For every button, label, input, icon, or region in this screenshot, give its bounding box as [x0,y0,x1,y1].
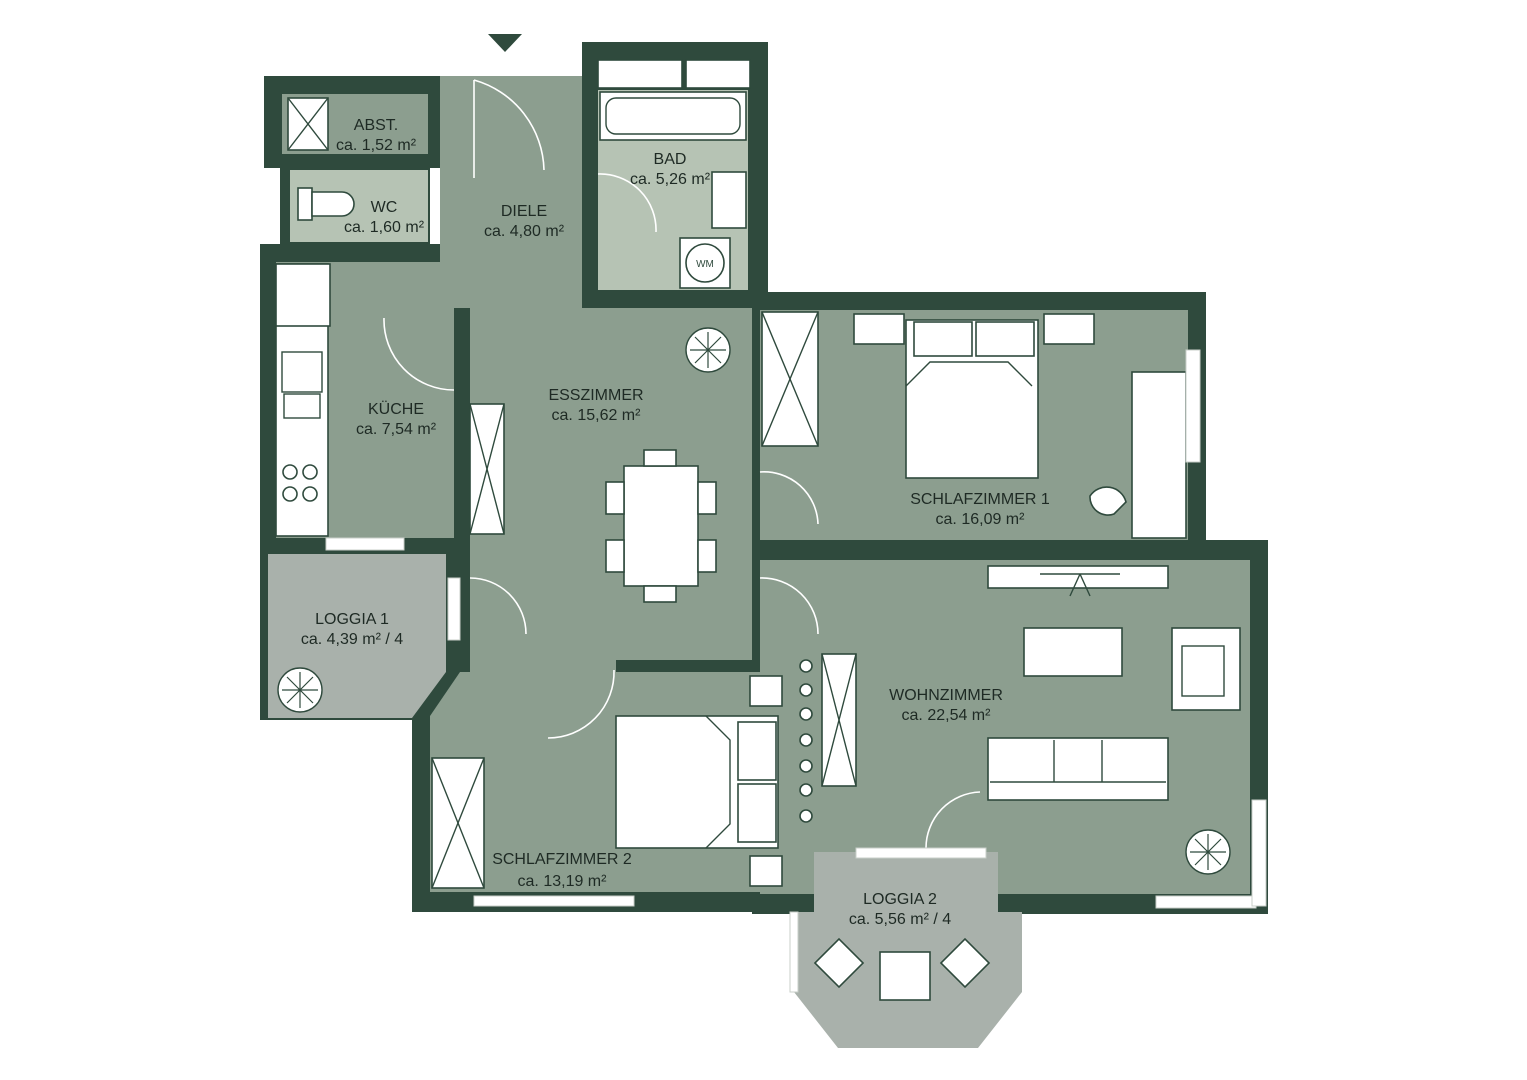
room-area-bad: ca. 5,26 m² [630,171,711,188]
room-labels: ABST. ca. 1,52 m² WC ca. 1,60 m² DIELE c… [301,117,1050,928]
wm-label: WM [696,259,714,270]
room-name-esszimmer: ESSZIMMER [548,387,643,404]
room-area-wohnzimmer: ca. 22,54 m² [902,707,992,724]
entrance-marker-icon [488,34,522,52]
room-area-wc: ca. 1,60 m² [344,219,425,236]
room-name-loggia2: LOGGIA 2 [863,891,937,908]
room-name-abst: ABST. [354,117,398,134]
room-area-abst: ca. 1,52 m² [336,137,417,154]
room-area-loggia2: ca. 5,56 m² / 4 [849,911,951,928]
room-area-esszimmer: ca. 15,62 m² [552,407,642,424]
room-area-schlafzimmer1: ca. 16,09 m² [936,511,1026,528]
room-area-kueche: ca. 7,54 m² [356,421,437,438]
room-name-wohnzimmer: WOHNZIMMER [889,687,1003,704]
room-name-schlafzimmer2: SCHLAFZIMMER 2 [492,851,632,868]
room-name-loggia1: LOGGIA 1 [315,611,389,628]
diele-floor [440,76,582,308]
room-name-wc: WC [371,199,398,216]
room-name-kueche: KÜCHE [368,400,424,418]
furniture: WM [275,59,1241,1001]
room-name-diele: DIELE [501,203,547,220]
doors [383,79,981,849]
loggia2-floor [794,852,1022,1048]
room-area-diele: ca. 4,80 m² [484,223,565,240]
room-name-bad: BAD [654,151,687,168]
windows [325,349,1267,993]
floors [268,76,1250,1048]
room-area-schlafzimmer2: ca. 13,19 m² [518,873,608,890]
room-name-schlafzimmer1: SCHLAFZIMMER 1 [910,491,1050,508]
room-area-loggia1: ca. 4,39 m² / 4 [301,631,403,648]
